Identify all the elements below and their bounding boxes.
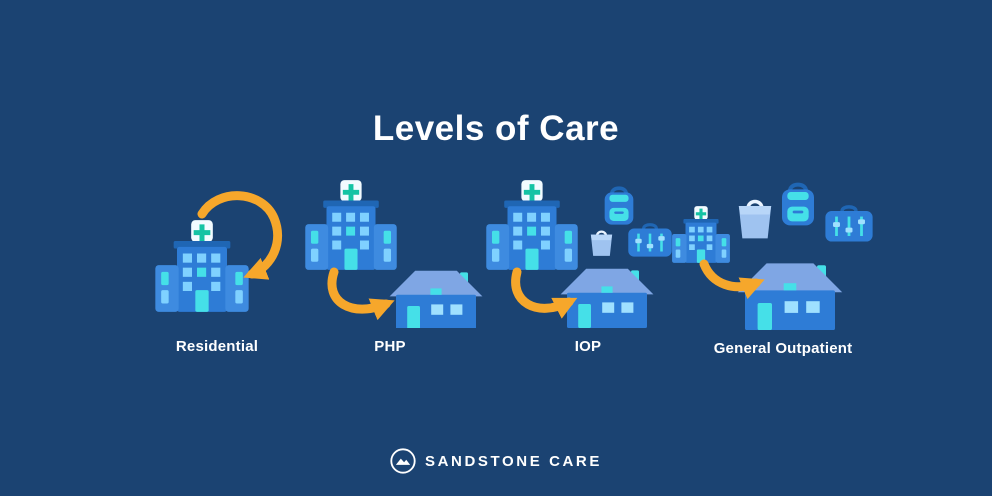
first-aid-kit-icon [627, 223, 673, 258]
brand-footer: SANDSTONE CARE [0, 448, 992, 474]
curved-arrow-icon [327, 267, 395, 321]
level-label: Residential [175, 338, 259, 355]
house-icon [737, 263, 843, 330]
shopping-bag-icon [589, 230, 614, 257]
page-title: Levels of Care [372, 109, 620, 149]
php-illustration [305, 180, 483, 328]
hospital-icon [672, 206, 730, 263]
level-iop: IOP [483, 180, 693, 355]
first-aid-kit-icon [824, 205, 874, 243]
level-php: PHP [290, 180, 490, 355]
iop-illustration [486, 180, 673, 328]
level-residential: Residential [122, 180, 312, 355]
house-icon [389, 270, 483, 328]
curved-arrow-icon [699, 259, 765, 300]
hospital-icon [305, 180, 397, 270]
mountain-circle-icon [390, 448, 416, 474]
shopping-bag-icon [737, 199, 773, 240]
residential-illustration [155, 191, 283, 312]
level-label: IOP [574, 338, 602, 355]
level-general-outpatient: General Outpatient [670, 180, 896, 357]
general-outpatient-illustration [672, 182, 874, 330]
loop-arrow-icon [197, 191, 283, 280]
house-icon [560, 268, 654, 328]
level-label: General Outpatient [713, 340, 853, 357]
curved-arrow-icon [511, 267, 578, 319]
backpack-icon [780, 182, 816, 228]
level-label: PHP [374, 338, 406, 355]
hospital-icon [155, 220, 249, 312]
brand-name: SANDSTONE CARE [425, 452, 602, 470]
backpack-icon [602, 186, 636, 227]
hospital-icon [486, 180, 578, 270]
